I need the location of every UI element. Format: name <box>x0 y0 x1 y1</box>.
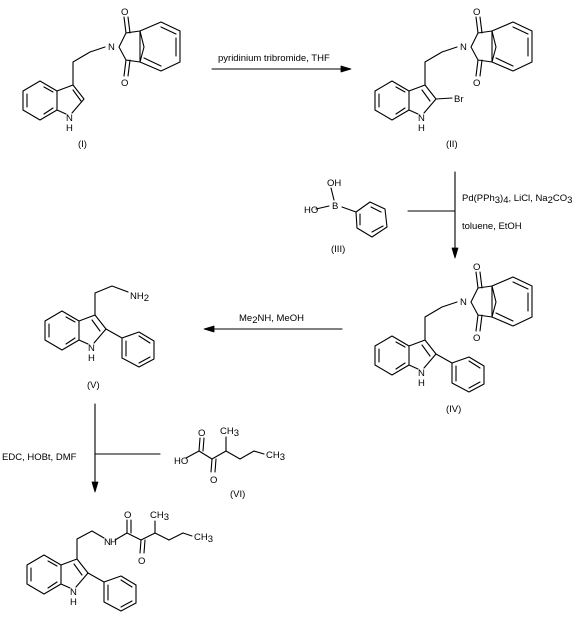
step4-arrowhead <box>91 481 99 493</box>
atom-ch3-end-final-main: CH <box>194 532 208 543</box>
compound-iv-structure <box>374 271 533 393</box>
step2-solvent: toluene, EtOH <box>462 221 522 232</box>
atom-o-top-final: O <box>124 510 131 521</box>
step3-rest: NH, MeOH <box>258 313 305 324</box>
compound-i-structure <box>22 16 181 121</box>
atom-n-imide-ii: N <box>460 42 467 53</box>
compound-ii-structure <box>374 16 533 121</box>
step2-pd: Pd(PPh <box>462 193 495 204</box>
atom-h-indole-final: H <box>70 597 77 608</box>
atom-h-amide-final: H <box>110 537 117 548</box>
atom-o-top-iv: O <box>473 262 480 273</box>
step3-me-sub: 2 <box>252 315 257 326</box>
atom-h-indole-i: H <box>66 123 73 134</box>
step2-arrowhead <box>451 247 459 259</box>
compound-i-label: (I) <box>78 139 87 150</box>
compound-iii-label: (III) <box>331 244 345 255</box>
atom-ch3-top-final-sub: 3 <box>164 512 169 523</box>
compound-iv-label: (IV) <box>446 404 461 415</box>
step2-pd-sub2: 4 <box>503 195 508 206</box>
atom-ch3-top-final: CH3 <box>150 510 169 523</box>
atom-o-top-i: O <box>121 7 128 18</box>
step4-reagents: EDC, HOBt, DMF <box>2 452 77 463</box>
atom-b-iii: B <box>332 201 338 212</box>
compound-ii-label: (II) <box>446 139 458 150</box>
compound-v-label: (V) <box>87 380 100 391</box>
atom-n-amide-final: N <box>104 537 111 548</box>
step2-pd-sub: 3 <box>495 195 500 206</box>
step2-co-sub: 3 <box>567 195 572 206</box>
atom-o-top-vi: O <box>198 428 205 439</box>
atom-o-bottom-vi: O <box>210 475 217 486</box>
atom-o-bottom-final: O <box>138 556 145 567</box>
step3-reagents: Me2NH, MeOH <box>239 313 304 326</box>
atom-o-bottom-i: O <box>121 78 128 89</box>
atom-ch3-top-vi-sub: 3 <box>234 428 239 439</box>
step2-pd-close: ) <box>500 193 503 204</box>
atom-nh2-v-main: NH <box>130 291 144 302</box>
atom-o-bottom-iv: O <box>473 333 480 344</box>
atom-n-indole-iv: N <box>418 368 425 379</box>
atom-ch3-top-final-main: CH <box>150 510 164 521</box>
atom-n-indole-final: N <box>70 587 77 598</box>
atom-h-indole-ii: H <box>418 123 425 134</box>
atom-ch3-end-final: CH3 <box>194 532 213 545</box>
atom-ho-iii: HO <box>304 205 318 216</box>
compound-vi-structure <box>185 436 265 473</box>
atom-ho-vi: HO <box>174 456 188 467</box>
atom-oh-iii: OH <box>327 178 341 189</box>
step2-mid: , LiCl, Na <box>509 193 549 204</box>
atom-n-indole-v: N <box>88 343 95 354</box>
atom-n-imide-iv: N <box>460 297 467 308</box>
atom-h-indole-v: H <box>88 353 95 364</box>
atom-ch3-top-vi: CH3 <box>220 426 239 439</box>
atom-n-indole-ii: N <box>418 113 425 124</box>
atom-nh2-v: NH2 <box>130 291 149 304</box>
step3-me: Me <box>239 313 252 324</box>
compound-iii-structure <box>315 187 388 238</box>
atom-nh2-v-sub: 2 <box>144 293 149 304</box>
step1-reagents: pyridinium tribromide, THF <box>218 53 330 64</box>
step2-reagents-line1: Pd(PPh3)4, LiCl, Na2CO3 <box>462 193 572 206</box>
final-product-structure <box>26 519 193 612</box>
step3-arrowhead <box>203 325 215 333</box>
atom-ch3-end-vi-main: CH <box>266 450 280 461</box>
compound-v-structure <box>44 285 155 368</box>
atom-o-top-ii: O <box>473 7 480 18</box>
atom-h-indole-iv: H <box>418 378 425 389</box>
atom-n-indole-i: N <box>66 113 73 124</box>
compound-vi-label: (VI) <box>230 489 245 500</box>
atom-ch3-end-vi: CH3 <box>266 450 285 463</box>
atom-ch3-end-final-sub: 3 <box>208 534 213 545</box>
atom-o-bottom-ii: O <box>473 78 480 89</box>
step2-co: CO <box>553 193 567 204</box>
atom-ch3-top-vi-main: CH <box>220 426 234 437</box>
atom-ch3-end-vi-sub: 3 <box>280 452 285 463</box>
atom-n-imide-i: N <box>108 42 115 53</box>
step1-arrowhead <box>340 65 352 73</box>
atom-br-ii: Br <box>454 94 464 105</box>
step2-na-sub: 2 <box>548 195 553 206</box>
